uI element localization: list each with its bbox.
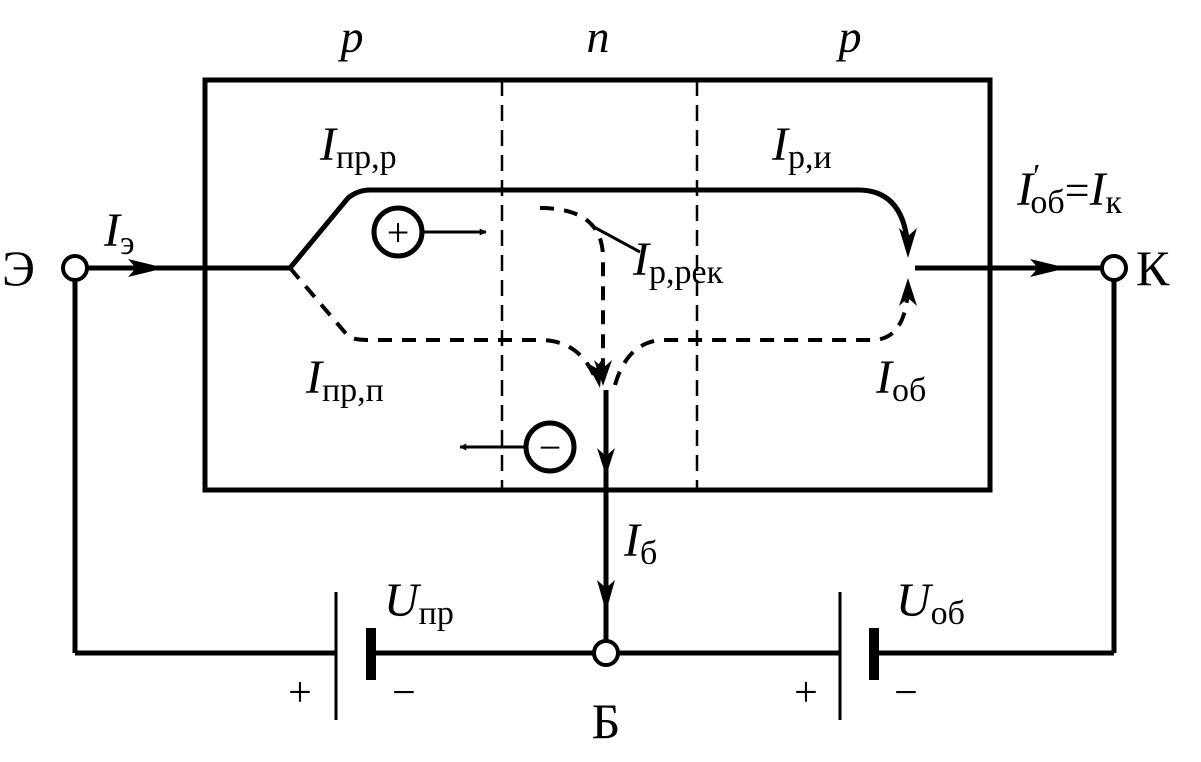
reverse-current-label: Iоб (875, 351, 926, 409)
base-inner-arrowhead (597, 448, 615, 476)
reverse-battery-plus: + (794, 670, 818, 716)
hole-collected-current-label: Iр,и (771, 118, 832, 176)
hole-forward-current-label: Iпр,р (319, 118, 397, 176)
forward-voltage-label: Uпр (384, 574, 454, 632)
base-current-label: Iб (623, 514, 657, 572)
recombination-current-label: Iр,рек (632, 233, 724, 291)
emitter-current-arrowhead (128, 259, 165, 277)
reverse-current-path (613, 289, 910, 386)
base-label: Б (592, 693, 621, 749)
reverse-battery-minus: − (894, 670, 918, 716)
base-terminal (592, 639, 620, 667)
region-label-left: p (338, 11, 364, 62)
recombination-leader (591, 224, 641, 254)
semiconductor-body (202, 77, 993, 493)
emitter-current-label: Iэ (103, 204, 135, 262)
collector-label: К (1136, 240, 1170, 296)
reverse-voltage-label: Uоб (896, 574, 965, 632)
reverse-current-arrowhead (899, 278, 917, 306)
hole-current-arrowhead (899, 228, 917, 258)
hole-current-path (288, 187, 911, 270)
collector-terminal (1100, 254, 1128, 282)
collector-current-label: I′об=Iк (1016, 158, 1123, 221)
hole-carrier-sign: + (387, 210, 410, 255)
collector-current-arrowhead (1030, 259, 1067, 277)
electron-current-path (288, 266, 598, 381)
region-label-right: p (836, 11, 862, 62)
electron-forward-current-label: Iпр,п (305, 351, 384, 409)
recombination-arrowhead (594, 360, 612, 386)
forward-battery-plus: + (288, 670, 312, 716)
emitter-label: Э (2, 240, 35, 296)
electron-carrier-sign: − (539, 425, 562, 470)
hole-carrier-icon (371, 205, 425, 259)
base-current-arrowhead (597, 580, 615, 612)
emitter-terminal (61, 254, 89, 282)
electron-carrier-icon (523, 420, 577, 474)
recombination-path (539, 206, 605, 375)
forward-battery-minus: − (392, 670, 416, 716)
region-label-middle: n (587, 11, 610, 62)
